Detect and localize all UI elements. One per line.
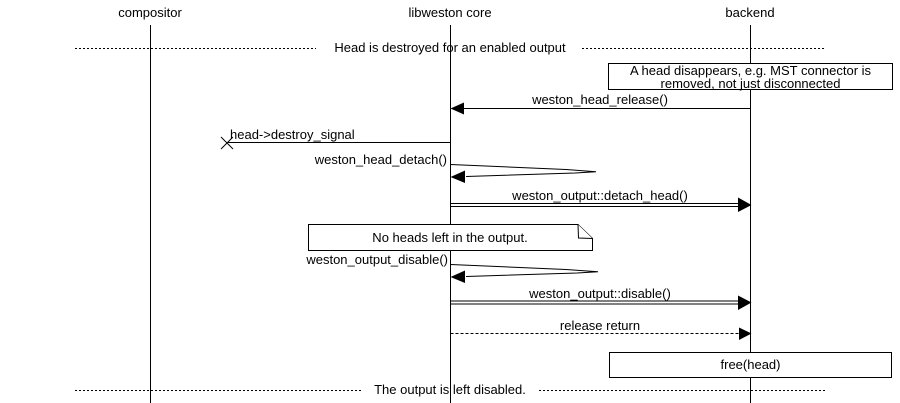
actor-label-backend: backend xyxy=(725,5,775,20)
arrow-weston-output-detach-head xyxy=(450,197,752,212)
arrow-release-return xyxy=(450,327,752,340)
arrow-weston-head-release xyxy=(450,102,750,115)
message-label-weston-head-release: weston_head_release() xyxy=(532,92,668,107)
message-label-weston-head-detach: weston_head_detach() xyxy=(314,152,447,167)
message-label-head-destroy-signal: head->destroy_signal xyxy=(230,127,355,142)
actor-label-compositor: compositor xyxy=(118,5,182,20)
divider-label-bottom: The output is left disabled. xyxy=(374,382,526,397)
box-free-head: free(head) xyxy=(609,352,892,378)
note-no-heads-left-shape xyxy=(308,224,593,251)
self-call-weston-head-detach xyxy=(450,164,597,183)
self-call-weston-output-disable xyxy=(450,264,599,283)
message-label-weston-output-disable-call: weston_output_disable() xyxy=(306,252,448,267)
divider-label-top: Head is destroyed for an enabled output xyxy=(334,40,566,55)
message-label-weston-output-detach-head: weston_output::detach_head() xyxy=(512,188,688,203)
actor-label-libweston-core: libweston core xyxy=(408,5,492,20)
message-label-weston-output-disable-method: weston_output::disable() xyxy=(529,286,671,301)
arrow-weston-output-disable xyxy=(450,295,752,310)
note-label-no-heads-left: No heads left in the output. xyxy=(372,230,528,245)
note-head-disappears: A head disappears, e.g. MST connector is… xyxy=(608,63,893,90)
lost-message-x-icon xyxy=(220,136,234,150)
message-label-release-return: release return xyxy=(559,318,641,333)
